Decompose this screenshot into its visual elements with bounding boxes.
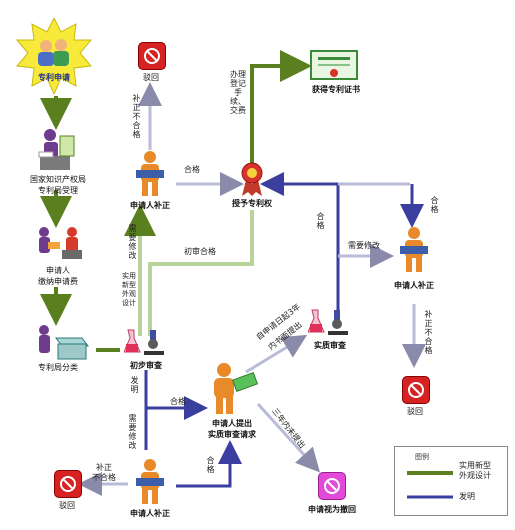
- reject-bottom-icon: [54, 470, 82, 498]
- node-grant-label: 授予专利权: [232, 199, 272, 208]
- node-apply-label: 专利申请: [38, 73, 70, 82]
- arrow-request-to-substantive: [245, 334, 308, 374]
- node-request-line1: 申请人提出: [212, 419, 252, 428]
- arrow-request-to-withdrawn: [256, 402, 321, 473]
- node-certificate-label: 获得专利证书: [312, 85, 360, 94]
- reject-right-icon: [402, 376, 430, 404]
- sipo-desk-icon: [38, 129, 75, 170]
- bottom-applicant-icon: [136, 459, 164, 504]
- node-reject-right-label: 驳回: [407, 407, 423, 416]
- edge-invention: 发明: [130, 376, 139, 394]
- node-reject-bottom-label: 驳回: [59, 501, 75, 510]
- classify-icon: [39, 325, 89, 360]
- request-exam-icon: [214, 363, 259, 414]
- node-classify-label: 专利局分类: [38, 363, 78, 372]
- node-substantive-label: 实质审查: [314, 341, 346, 350]
- node-sipo-line2: 专利局受理: [38, 186, 78, 195]
- arrow-grant-to-certificate: [250, 50, 312, 170]
- legend-swatches: [407, 471, 453, 499]
- node-request-line2: 实质审查请求: [208, 430, 256, 439]
- edge-register-fee: 办理登记手续、交费: [230, 70, 246, 115]
- node-fee-line2: 缴纳申请费: [38, 277, 78, 286]
- node-prelim-label: 初步审查: [130, 361, 162, 370]
- withdrawn-icon: [318, 472, 346, 500]
- certificate-icon: [310, 50, 358, 80]
- node-applicant-bottom-label: 申请人补正: [130, 509, 170, 518]
- reject-top-icon: [138, 42, 166, 70]
- edge-supplement-fail-top: 补正不合格: [132, 94, 141, 139]
- node-reject-top-label: 驳回: [143, 73, 159, 82]
- edge-pass-bottom: 合格: [206, 456, 215, 474]
- edge-need-modify-bottom: 需要修改: [128, 414, 137, 450]
- arrow-bottom-applicant-to-request: [176, 440, 242, 488]
- application-starburst-icon: [16, 18, 92, 94]
- edge-supplement-fail-right: 补正不合格: [424, 310, 433, 355]
- edge-pass-mid: 合格: [170, 397, 186, 406]
- node-applicant-right-label: 申请人补正: [394, 281, 434, 290]
- edge-pass-right-left: 合格: [316, 212, 325, 230]
- edge-supplement-fail-bottom-1: 补正: [96, 463, 112, 472]
- edge-supplement-fail-bottom-2: 不合格: [92, 473, 116, 482]
- prelim-lab-icon: [124, 329, 164, 355]
- right-applicant-icon: [400, 227, 428, 272]
- grant-medal-icon: [241, 162, 263, 196]
- edge-pass-top: 合格: [184, 165, 200, 174]
- edge-pass-right: 合格: [430, 196, 439, 214]
- edge-prelim-pass: 初审合格: [184, 247, 216, 256]
- node-sipo-line1: 国家知识产权局: [30, 175, 86, 184]
- legend: 图例 实用新型 外观设计 发明: [394, 446, 508, 516]
- node-applicant-top-label: 申请人补正: [130, 201, 170, 210]
- substantive-lab-icon: [308, 309, 348, 335]
- edge-need-modify-top: 需要修改: [128, 224, 137, 260]
- legend-blue-label: 发明: [459, 492, 475, 501]
- pay-fee-icon: [39, 227, 82, 259]
- node-withdrawn-label: 申请视为撤回: [308, 505, 356, 514]
- edge-need-modify-right: 需要修改: [348, 241, 380, 250]
- legend-green-line2: 外观设计: [459, 471, 491, 480]
- line-prelim-pass-to-grant: [148, 210, 254, 336]
- top-applicant-icon: [136, 151, 164, 196]
- legend-title: 图例: [415, 453, 429, 461]
- legend-green-line1: 实用新型: [459, 461, 491, 470]
- node-fee-line1: 申请人: [46, 266, 70, 275]
- edge-utility-design: 实用新型外观设计: [122, 272, 136, 307]
